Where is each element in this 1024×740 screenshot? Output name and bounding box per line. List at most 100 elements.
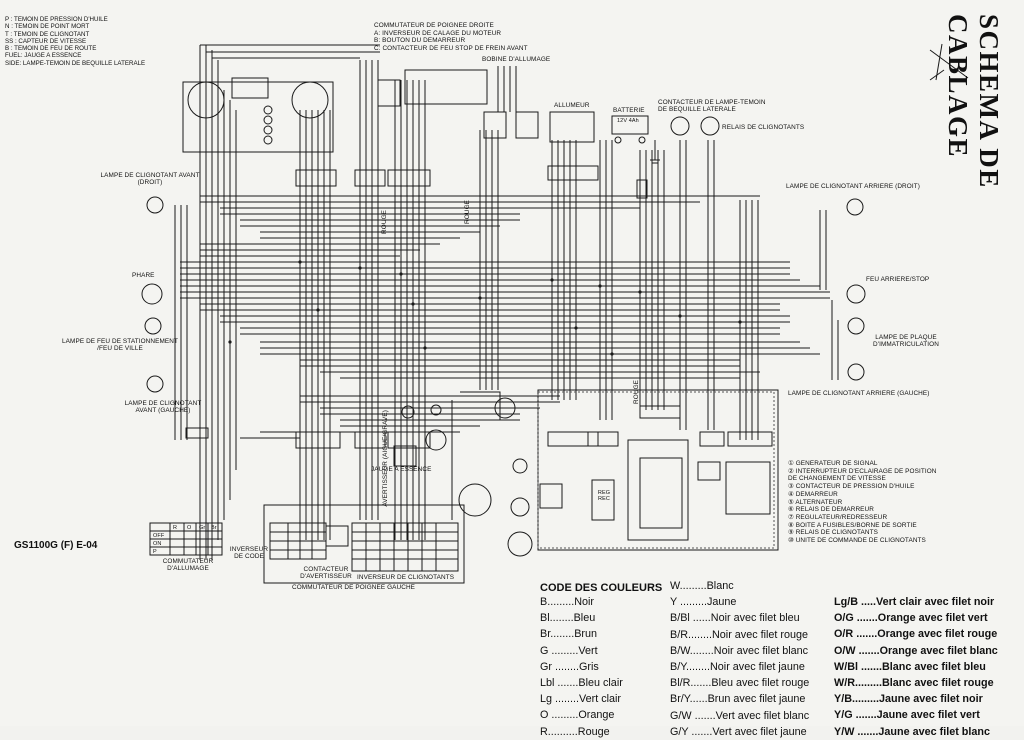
fuse-box-inner (639, 457, 683, 529)
side-stand-switch (670, 116, 690, 136)
right-switch-box (377, 79, 401, 107)
model-label: GS1100G (F) E-04 (14, 540, 98, 551)
abbrev-line: T : TEMOIN DE CLIGNOTANT (5, 30, 90, 38)
color-code-entry: B/R........Noir avec filet rouge (670, 628, 809, 641)
numbered-item: ⑦ REGULATEUR/REDRESSEUR (788, 513, 888, 521)
turn-grid (352, 523, 458, 571)
rear-right-turn-label: LAMPE DE CLIGNOTANT ARRIERE (DROIT) (786, 183, 920, 190)
turn-switch-label: INVERSEUR DE CLIGNOTANTS (357, 574, 455, 581)
color-code-entry: O/R .......Orange avec filet rouge (834, 628, 998, 641)
rouge-label-3: ROUGE (381, 210, 388, 234)
ignition-coil (483, 111, 507, 139)
color-code-entry: B.........Noir (540, 596, 594, 608)
ignition-row: ON (153, 541, 162, 547)
ignition-row: OFF (153, 533, 165, 539)
numbered-item: DE CHANGEMENT DE VITESSE (788, 475, 886, 483)
abbrev-line: SS : CAPTEUR DE VITESSE (5, 37, 87, 45)
battery (611, 115, 649, 135)
tachometer-gauge (291, 81, 329, 119)
diagram-title: SCHEMA DE CABLAGE (943, 14, 1004, 189)
ignition-coil (515, 111, 539, 139)
engine-outline (537, 391, 775, 549)
color-code-col2: W.........Blanc Y .........Jaune B/Bl ..… (670, 578, 809, 740)
horn (425, 429, 447, 451)
numbered-item: ⑨ RELAIS DE CLIGNOTANTS (788, 529, 878, 537)
right-switch-line: B: BOUTON DU DEMARREUR (374, 37, 466, 44)
connector-block (547, 165, 599, 181)
color-code-entry: Lg ........Vert clair (540, 693, 622, 706)
color-code-entry: Lbl .......Bleu clair (540, 676, 623, 689)
ignition-grid (150, 523, 222, 555)
licence-plate-lamp (847, 317, 865, 335)
side-stand-label: CONTACTEUR DE LAMPE-TEMOIN DE BEQUILLE L… (658, 99, 766, 114)
tail-stop-lamp (846, 284, 866, 304)
dimmer-switch-label: INVERSEUR DE CODE (229, 546, 269, 561)
color-code-entry: G .........Vert (540, 644, 598, 657)
igniter-label: ALLUMEUR (554, 102, 590, 109)
horn-switch-label: CONTACTEUR D'AVERTISSEUR (300, 566, 352, 581)
ignition-col: O (187, 525, 192, 531)
parking-lamp (144, 317, 162, 335)
color-code-entry: Br/Y......Brun avec filet jaune (670, 693, 806, 706)
abbrev-line: P : TEMOIN DE PRESSION D'HUILE (5, 16, 108, 23)
indicator-block (231, 77, 269, 99)
indicator-lamp (263, 125, 273, 135)
ignition-coil-label: BOBINE D'ALLUMAGE (482, 56, 551, 63)
front-right-turn-lamp (146, 196, 164, 214)
color-code-col1: B.........Noir Bl........Bleu Br........… (540, 594, 623, 740)
color-code-entry: B/Bl ......Noir avec filet bleu (670, 612, 800, 625)
connector-block (295, 169, 337, 187)
right-switch-line: C: CONTACTEUR DE FEU STOP DE FREIN AVANT (374, 44, 528, 52)
harness-wire (200, 44, 380, 59)
color-code-entry: Y/G .......Jaune avec filet vert (834, 709, 980, 722)
fuse (636, 179, 648, 199)
right-switch-box (404, 69, 488, 105)
color-code-entry: Lg/B .....Vert clair avec filet noir (834, 596, 995, 608)
right-switch-line: A: INVERSEUR DE CALAGE DU MOTEUR (374, 29, 502, 37)
ground (650, 140, 660, 164)
front-left-turn-lamp (146, 375, 164, 393)
starter-relay (539, 483, 563, 509)
battery-spec: 12V 4Ah (617, 118, 639, 124)
fuse-box (627, 439, 689, 541)
horn-switch (325, 525, 349, 547)
right-switch-legend: COMMUTATEUR DE POIGNEE DROITE A: INVERSE… (374, 22, 528, 52)
engine-electric-frame (537, 389, 779, 551)
connector-block (387, 169, 431, 187)
numbered-item: ③ CONTACTEUR DE PRESSION D'HUILE (788, 483, 915, 491)
harness-wire (394, 80, 426, 540)
connector-block (354, 169, 386, 187)
front-left-turn-label: LAMPE DE CLIGNOTANT AVANT (GAUCHE) (124, 400, 202, 415)
alternator (507, 531, 533, 557)
abbrev-line: FUEL: JAUGE A ESSENCE (5, 52, 82, 60)
speedometer-gauge (187, 81, 225, 119)
oil-pressure-switch (512, 458, 528, 474)
color-code-entry: Gr ........Gris (540, 660, 599, 673)
connector-block (727, 431, 773, 447)
ignition-col: Br (211, 525, 217, 531)
harness-wire (299, 110, 331, 540)
starter-motor (510, 497, 530, 517)
gear-position-switch (458, 483, 492, 517)
plate-lamp-label: LAMPE DE PLAQUE D'IMMATRICULATION (873, 334, 939, 349)
color-code-entry: G/W .......Vert avec filet blanc (670, 709, 810, 722)
fuel-gauge-sender (393, 445, 417, 467)
harness-wire (359, 60, 379, 520)
signal-generator (494, 397, 516, 419)
color-code-col3: Lg/B .....Vert clair avec filet noir O/G… (834, 594, 998, 740)
abbreviation-list: P : TEMOIN DE PRESSION D'HUILE N : TEMOI… (5, 16, 145, 67)
tail-lamp-label: FEU ARRIERE/STOP (866, 276, 930, 283)
abbrev-line: N : TEMOIN DE POINT MORT (5, 23, 90, 31)
color-code-entry: O/W .......Orange avec filet blanc (834, 644, 998, 657)
instrument-cluster (182, 81, 334, 153)
harness-wire (739, 200, 759, 440)
check-mark (929, 43, 969, 81)
left-switch-label: COMMUTATEUR DE POIGNEE GAUCHE (292, 584, 416, 591)
harness-wire (199, 45, 237, 560)
ignition-col: Gr (199, 525, 206, 531)
indicator-lamp (263, 115, 273, 125)
right-switch-line: COMMUTATEUR DE POIGNEE DROITE (374, 22, 494, 29)
numbered-item: ⑤ ALTERNATEUR (788, 498, 843, 506)
